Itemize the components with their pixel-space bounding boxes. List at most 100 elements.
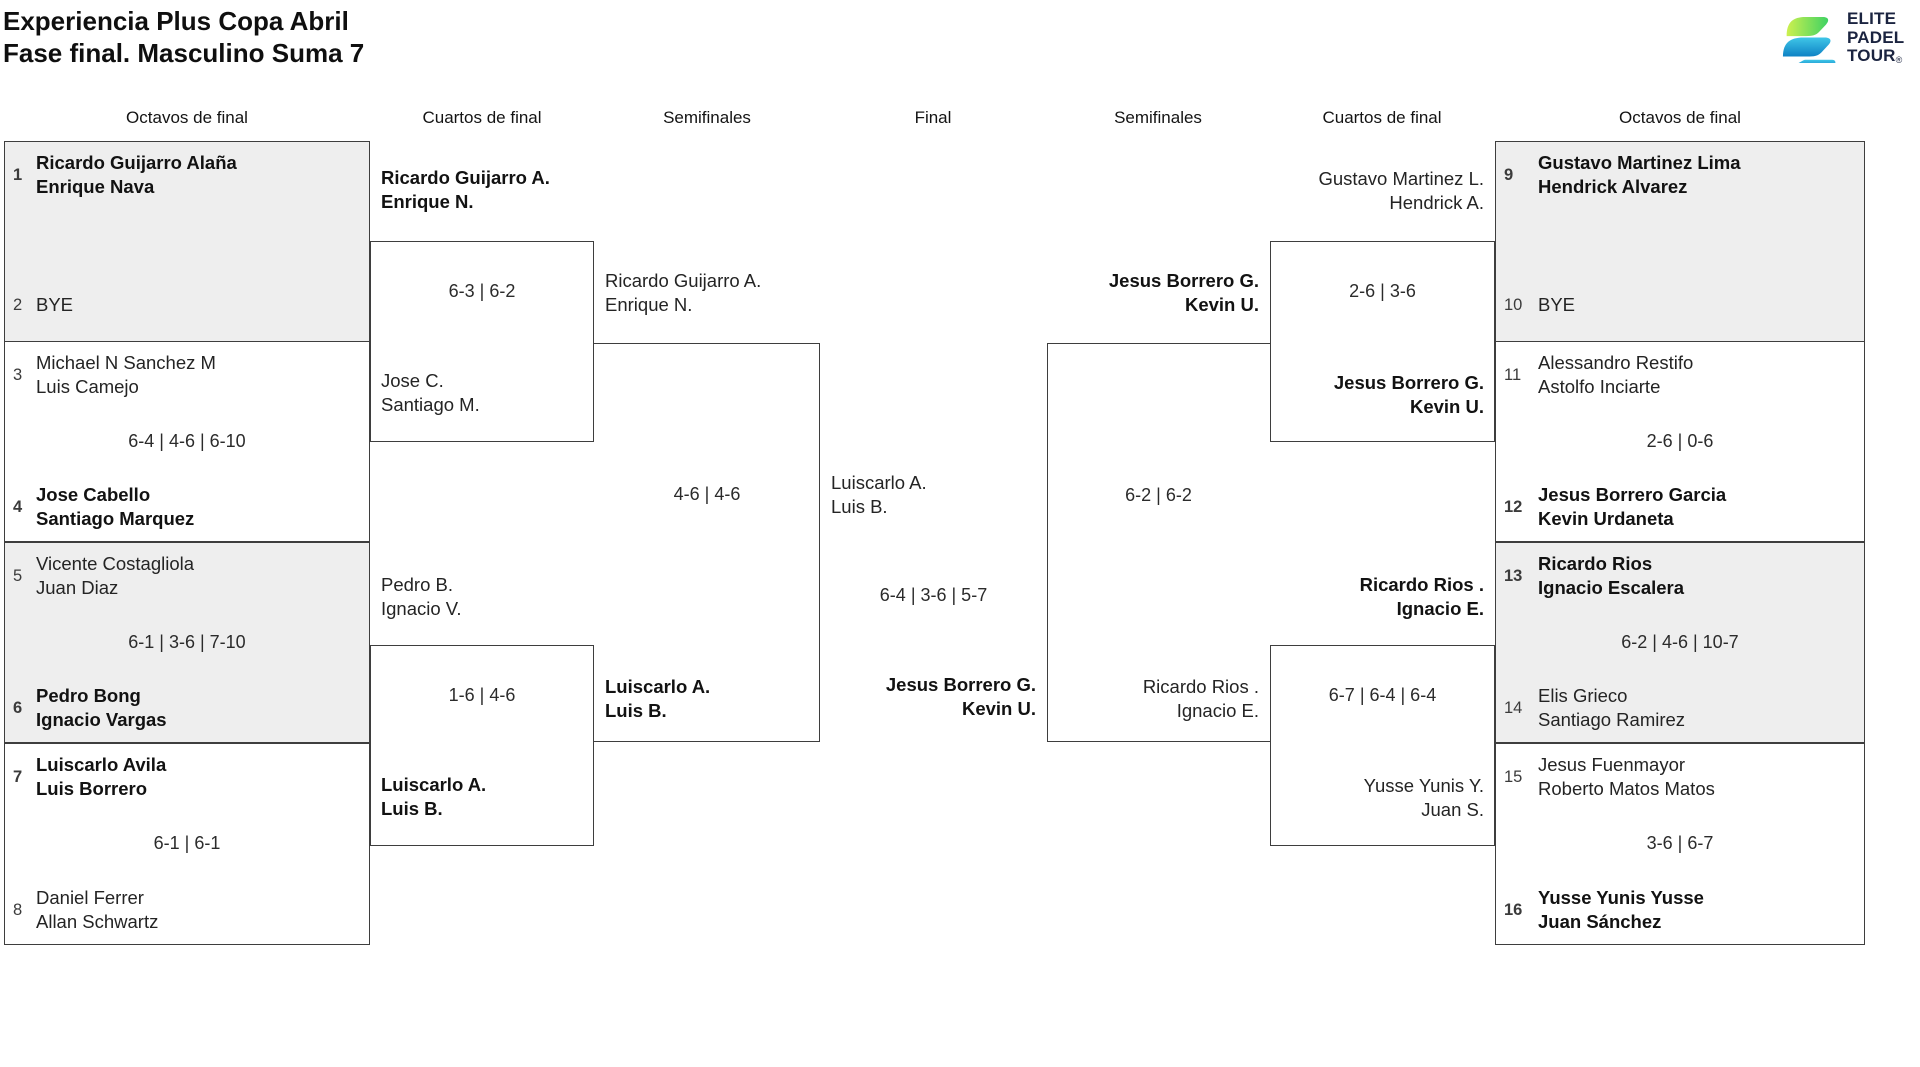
seed-number: 11	[1504, 365, 1522, 384]
match-score: 3-6 | 6-7	[1646, 833, 1714, 853]
seed-number: 13	[1504, 566, 1523, 585]
round-header-cuartos-right: Cuartos de final	[1322, 108, 1442, 127]
logo-word-tour: TOUR	[1847, 46, 1896, 65]
seed-number: 9	[1504, 165, 1514, 184]
elite-padel-tour-logo-icon	[1782, 17, 1836, 68]
team-name: BYE	[36, 294, 74, 315]
logo-green-swoosh	[1786, 17, 1829, 37]
match-score: 6-7 | 6-4 | 6-4	[1328, 685, 1437, 705]
semifinal-left-bracket	[594, 343, 820, 742]
match-score: 6-4 | 4-6 | 6-10	[128, 431, 246, 451]
match-score: 6-3 | 6-2	[448, 281, 516, 301]
registered-trademark: ®	[1895, 55, 1903, 65]
team-name: Luiscarlo A.Luis B.	[381, 774, 487, 819]
team-name: Gustavo Martinez L.Hendrick A.	[1318, 168, 1484, 213]
team-name: Pedro B.Ignacio V.	[381, 574, 462, 619]
team-name: BYE	[1538, 294, 1576, 315]
team-name: Luiscarlo A.Luis B.	[831, 472, 927, 517]
match-score: 1-6 | 4-6	[448, 685, 516, 705]
logo-blue-bar	[1795, 59, 1836, 68]
round-header-octavos-left: Octavos de final	[126, 108, 248, 127]
team-name: Jose C.Santiago M.	[381, 370, 480, 415]
seed-number: 4	[13, 497, 23, 516]
match-score: 6-1 | 6-1	[153, 833, 221, 853]
team-name: Ricardo Guijarro A.Enrique N.	[605, 270, 762, 315]
cuartos-right-2-bracket	[1270, 645, 1495, 846]
team-name: Ricardo Rios .Ignacio E.	[1142, 676, 1259, 721]
participant-row: 2 BYE	[13, 293, 363, 317]
seed-number: 16	[1504, 900, 1523, 919]
logo-blue-swoosh	[1782, 37, 1831, 57]
round-header-semifinales-right: Semifinales	[1114, 108, 1202, 127]
seed-number: 15	[1504, 767, 1523, 786]
seed-number: 1	[13, 165, 23, 184]
logo-word-padel: PADEL	[1847, 27, 1905, 47]
participant-row: 10 BYE	[1504, 293, 1858, 317]
seed-number: 12	[1504, 497, 1523, 516]
seed-number: 5	[13, 566, 23, 585]
seed-number: 8	[13, 900, 23, 919]
match-score: 6-2 | 6-2	[1125, 485, 1192, 505]
cuartos-left-1-bracket	[370, 241, 594, 442]
match-score: 6-1 | 3-6 | 7-10	[128, 632, 246, 652]
elite-padel-tour-logo-text: ELITE PADEL TOUR®	[1847, 9, 1905, 70]
team-name: Jesus Borrero G.Kevin U.	[1108, 270, 1259, 315]
seed-number: 14	[1504, 698, 1523, 717]
team-name: Jesus Borrero G.Kevin U.	[885, 674, 1036, 719]
match-score: 4-6 | 4-6	[673, 484, 741, 504]
match-score: 2-6 | 3-6	[1349, 281, 1416, 301]
tournament-title-line1: Experiencia Plus Copa Abril	[3, 6, 349, 36]
cuartos-right-1-bracket	[1270, 241, 1495, 442]
match-score: 6-2 | 4-6 | 10-7	[1621, 632, 1739, 652]
cuartos-left-2-bracket	[370, 645, 594, 846]
round-header-final: Final	[914, 108, 952, 127]
match-score: 6-4 | 3-6 | 5-7	[879, 585, 988, 605]
team-name: Ricardo Rios .Ignacio E.	[1359, 574, 1484, 619]
team-name: Yusse Yunis Y.Juan S.	[1363, 775, 1484, 820]
elite-padel-tour-logo	[1777, 11, 1839, 68]
match-score: 2-6 | 0-6	[1646, 431, 1714, 451]
semifinal-right-bracket	[1047, 343, 1270, 742]
round-header-semifinales-left: Semifinales	[663, 108, 751, 127]
team-name: Luiscarlo A.Luis B.	[605, 676, 711, 721]
round-header-cuartos-left: Cuartos de final	[422, 108, 542, 127]
seed-number: 6	[13, 698, 23, 717]
round-header-octavos-right: Octavos de final	[1619, 108, 1741, 127]
